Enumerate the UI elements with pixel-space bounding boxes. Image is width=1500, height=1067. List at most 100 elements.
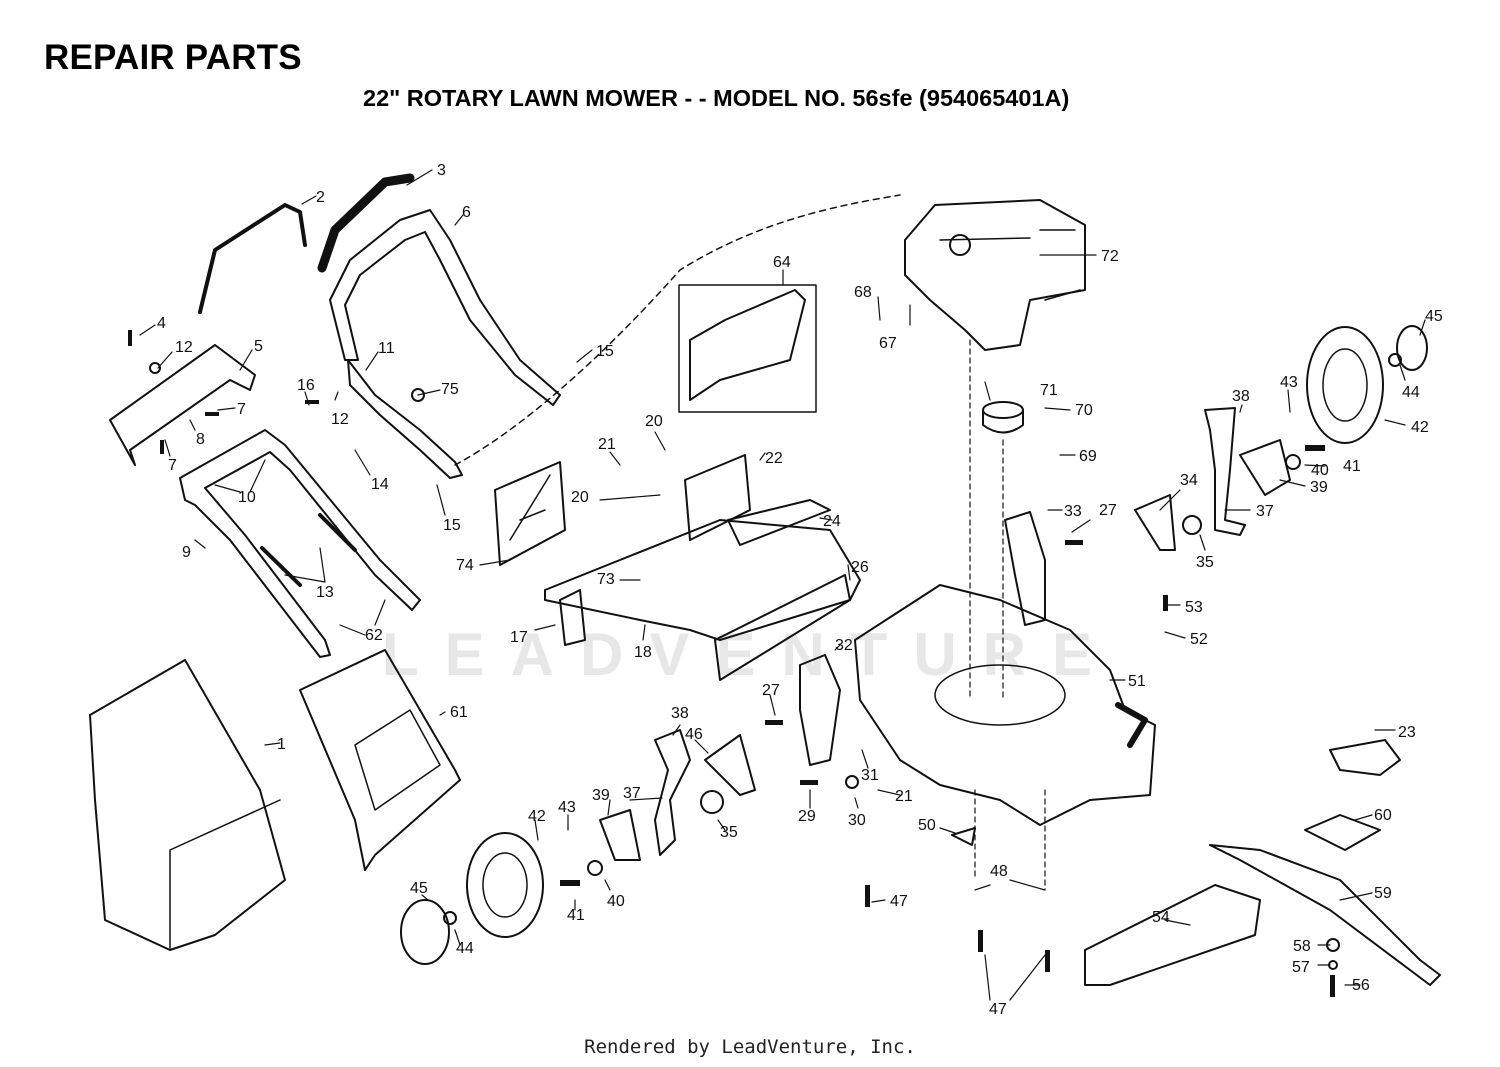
callout-47: 47 <box>989 1001 1007 1018</box>
bolt-41b <box>560 880 580 886</box>
part-spacer-right <box>1182 515 1202 535</box>
callout-54: 54 <box>1152 909 1170 926</box>
part-spacer-left <box>700 790 724 814</box>
callout-31: 31 <box>861 767 879 784</box>
washer-40a <box>1285 454 1301 470</box>
nut-30 <box>845 775 859 789</box>
callout-68: 68 <box>854 284 872 301</box>
bolt-53 <box>1163 595 1168 611</box>
part-hubcap-left <box>400 899 450 965</box>
bolt-29 <box>800 780 818 785</box>
callout-18: 18 <box>634 644 652 661</box>
nut-75 <box>411 388 425 402</box>
bolt-27b <box>765 720 783 725</box>
part-chute-plate <box>684 454 751 541</box>
part-baffle <box>714 574 851 681</box>
callout-38: 38 <box>671 705 689 722</box>
callout-3: 3 <box>437 162 446 179</box>
footer-credit: Rendered by LeadVenture, Inc. <box>584 1036 916 1058</box>
callout-57: 57 <box>1292 959 1310 976</box>
callout-9: 9 <box>182 544 191 561</box>
bolt-56 <box>1330 975 1335 997</box>
bolt-47a <box>865 885 870 907</box>
callout-69: 69 <box>1079 448 1097 465</box>
fastener-4 <box>128 330 132 346</box>
bolt-27a <box>1065 540 1083 545</box>
part-rear-plate <box>494 461 566 566</box>
part-wheel-left <box>466 832 544 938</box>
part-bail-wire <box>198 203 307 314</box>
callout-47: 47 <box>890 893 908 910</box>
callout-60: 60 <box>1374 807 1392 824</box>
callout-15: 15 <box>596 343 614 360</box>
washer-58 <box>1326 938 1340 952</box>
callout-10: 10 <box>238 489 256 506</box>
callout-35: 35 <box>720 824 738 841</box>
callout-23: 23 <box>1398 724 1416 741</box>
callout-48: 48 <box>990 863 1008 880</box>
part-blade-adapter <box>1329 739 1401 776</box>
part-hubcap-right <box>1396 325 1428 371</box>
callout-21: 21 <box>895 788 913 805</box>
part-pulley <box>982 401 1024 419</box>
nut-44b <box>443 911 457 925</box>
callout-14: 14 <box>371 476 389 493</box>
diagram-title: 22" ROTARY LAWN MOWER - - MODEL NO. 56sf… <box>363 85 1070 111</box>
part-wheel-right <box>1306 326 1384 444</box>
part-height-lever-left <box>654 729 691 856</box>
callout-12: 12 <box>331 411 349 428</box>
part-gear-plate-right <box>1134 494 1176 551</box>
callout-37: 37 <box>1256 503 1274 520</box>
bolt-41a <box>1305 445 1325 451</box>
fastener-7b <box>160 440 164 454</box>
callout-24: 24 <box>823 513 841 530</box>
part-deflector <box>727 499 831 546</box>
callout-17: 17 <box>510 629 528 646</box>
callout-35: 35 <box>1196 554 1214 571</box>
part-64-box <box>678 284 817 413</box>
callout-51: 51 <box>1128 673 1146 690</box>
part-chute-frame <box>544 519 861 641</box>
callout-61: 61 <box>450 704 468 721</box>
part-grip <box>317 173 415 273</box>
callout-42: 42 <box>1411 419 1429 436</box>
callout-20: 20 <box>645 413 663 430</box>
page-heading: REPAIR PARTS <box>44 38 302 77</box>
part-height-lever-right <box>1204 407 1246 536</box>
callout-64: 64 <box>773 254 791 271</box>
callout-1: 1 <box>277 736 286 753</box>
callout-34: 34 <box>1180 472 1198 489</box>
callout-33: 33 <box>1064 503 1082 520</box>
nut-44a <box>1388 353 1402 367</box>
part-17-bracket <box>559 589 586 646</box>
part-64-bracket <box>689 289 806 401</box>
washer-57 <box>1328 960 1338 970</box>
callout-27: 27 <box>1099 502 1117 519</box>
callout-41: 41 <box>1343 458 1361 475</box>
callout-21: 21 <box>598 436 616 453</box>
callout-20: 20 <box>571 489 589 506</box>
washer-40b <box>587 860 603 876</box>
part-pivot-bracket-left <box>799 654 841 766</box>
callout-40: 40 <box>607 893 625 910</box>
callout-12: 12 <box>175 339 193 356</box>
callout-70: 70 <box>1075 402 1093 419</box>
callout-22: 22 <box>765 450 783 467</box>
callout-41: 41 <box>567 907 585 924</box>
part-gear-plate-left <box>704 734 756 796</box>
callout-46: 46 <box>685 726 703 743</box>
callout-62: 62 <box>365 627 383 644</box>
callout-30: 30 <box>848 812 866 829</box>
callout-73: 73 <box>597 571 615 588</box>
callout-26: 26 <box>851 559 869 576</box>
callout-43: 43 <box>1280 374 1298 391</box>
part-bracket-right <box>1239 439 1291 496</box>
part-grass-bag <box>89 659 286 951</box>
control-cable <box>454 194 901 466</box>
callout-58: 58 <box>1293 938 1311 955</box>
callout-59: 59 <box>1374 885 1392 902</box>
callout-39: 39 <box>592 787 610 804</box>
callout-72: 72 <box>1101 248 1119 265</box>
callout-71: 71 <box>1040 382 1058 399</box>
